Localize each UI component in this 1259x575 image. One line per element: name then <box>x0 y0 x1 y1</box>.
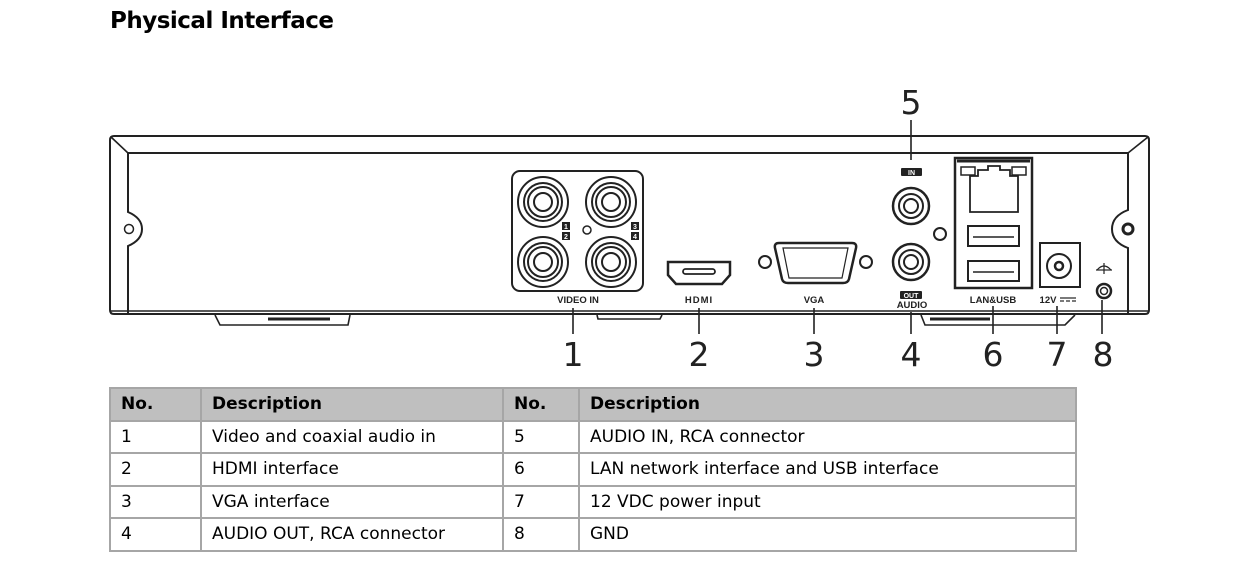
cell-no: 6 <box>502 452 580 487</box>
lan-usb-label: LAN&USB <box>970 295 1017 306</box>
header-no: No. <box>109 387 202 422</box>
dc-symbol-icon <box>1060 297 1076 302</box>
cell-no: 3 <box>109 484 202 519</box>
callout-lines <box>572 120 1103 334</box>
cell-description: GND <box>578 517 1077 552</box>
interface-table: No. Description No. Description 1 Video … <box>109 387 1077 552</box>
table-row: 4 AUDIO OUT, RCA connector 8 GND <box>109 517 1077 552</box>
audio-out-tag: OUT <box>904 293 920 300</box>
cell-description: Video and coaxial audio in <box>200 419 504 454</box>
cell-description: HDMI interface <box>200 452 504 487</box>
cell-description: AUDIO IN, RCA connector <box>578 419 1077 454</box>
rear-panel-diagram: 1 2 3 4 IN OUT VIDEO IN HDMI VGA AUDIO L… <box>109 83 1150 374</box>
header-description: Description <box>578 387 1077 422</box>
hdmi-label: HDMI <box>685 295 713 306</box>
cell-no: 4 <box>109 517 202 552</box>
table-row: 3 VGA interface 7 12 VDC power input <box>109 484 1077 519</box>
lan-usb-ports <box>953 156 1034 290</box>
callout-2: 2 <box>689 335 710 374</box>
cell-description: VGA interface <box>200 484 504 519</box>
cell-description: LAN network interface and USB interface <box>578 452 1077 487</box>
cell-no: 5 <box>502 419 580 454</box>
power-port <box>1039 242 1081 288</box>
cell-no: 7 <box>502 484 580 519</box>
vga-label: VGA <box>804 295 825 306</box>
mount-hole-left <box>123 223 135 235</box>
cell-description: AUDIO OUT, RCA connector <box>200 517 504 552</box>
table-row: 1 Video and coaxial audio in 5 AUDIO IN,… <box>109 419 1077 454</box>
cell-no: 2 <box>109 452 202 487</box>
audio-ports <box>891 186 947 282</box>
header-description: Description <box>200 387 504 422</box>
callout-1: 1 <box>563 335 584 374</box>
callout-4: 4 <box>901 335 922 374</box>
table-header-row: No. Description No. Description <box>109 387 1077 422</box>
callout-8: 8 <box>1093 335 1114 374</box>
callout-7: 7 <box>1047 335 1068 374</box>
video-in-ports <box>511 170 644 292</box>
chassis <box>109 135 1150 326</box>
gnd-terminal <box>1095 282 1113 300</box>
callout-3: 3 <box>804 335 825 374</box>
channel-tags: 1 2 3 4 <box>562 222 639 241</box>
power-label: 12V <box>1040 295 1058 306</box>
cell-no: 1 <box>109 419 202 454</box>
callout-6: 6 <box>983 335 1004 374</box>
channel-1-label: 1 <box>564 224 568 231</box>
cell-no: 8 <box>502 517 580 552</box>
video-in-label: VIDEO IN <box>557 295 599 306</box>
header-no: No. <box>502 387 580 422</box>
page-title: Physical Interface <box>110 8 334 34</box>
callout-5: 5 <box>901 83 922 122</box>
ground-icon <box>1096 263 1112 274</box>
audio-in-tag: IN <box>908 170 915 177</box>
channel-2-label: 2 <box>564 234 568 241</box>
table-row: 2 HDMI interface 6 LAN network interface… <box>109 452 1077 487</box>
channel-3-label: 3 <box>633 224 637 231</box>
vga-port <box>758 241 873 285</box>
hdmi-port <box>666 260 732 286</box>
mount-hole-right <box>1121 222 1135 236</box>
cell-description: 12 VDC power input <box>578 484 1077 519</box>
audio-label: AUDIO <box>897 300 928 311</box>
channel-4-label: 4 <box>633 234 637 241</box>
